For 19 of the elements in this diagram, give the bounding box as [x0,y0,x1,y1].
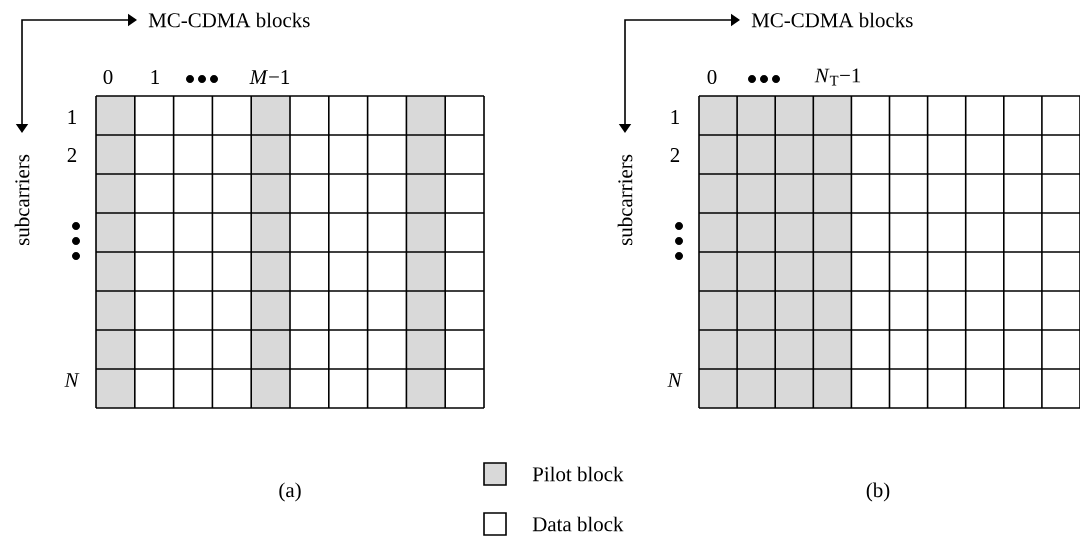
row-index: N [64,373,80,387]
row-index: N [667,373,683,387]
panel-label: (b) [866,482,890,502]
axis-label: MC-CDMA blocks [148,12,310,28]
column-index: M−1 [249,70,290,84]
row-index: 2 [670,148,680,162]
panel-label: (a) [279,482,301,502]
column-index: N$_{T}$−1 [814,68,861,86]
row-index: 1 [671,110,679,124]
column-index: 0 [103,69,113,85]
axis-label: subcarriers [617,154,633,245]
row-index: 1 [68,110,76,124]
row-index: 2 [67,148,77,162]
column-index: 0 [707,69,717,85]
legend-label: Pilot block [532,466,624,482]
axis-label: MC-CDMA blocks [751,12,913,28]
legend-label: Data block [532,516,624,532]
axis-label: subcarriers [14,154,30,245]
column-index: 1 [151,70,159,84]
